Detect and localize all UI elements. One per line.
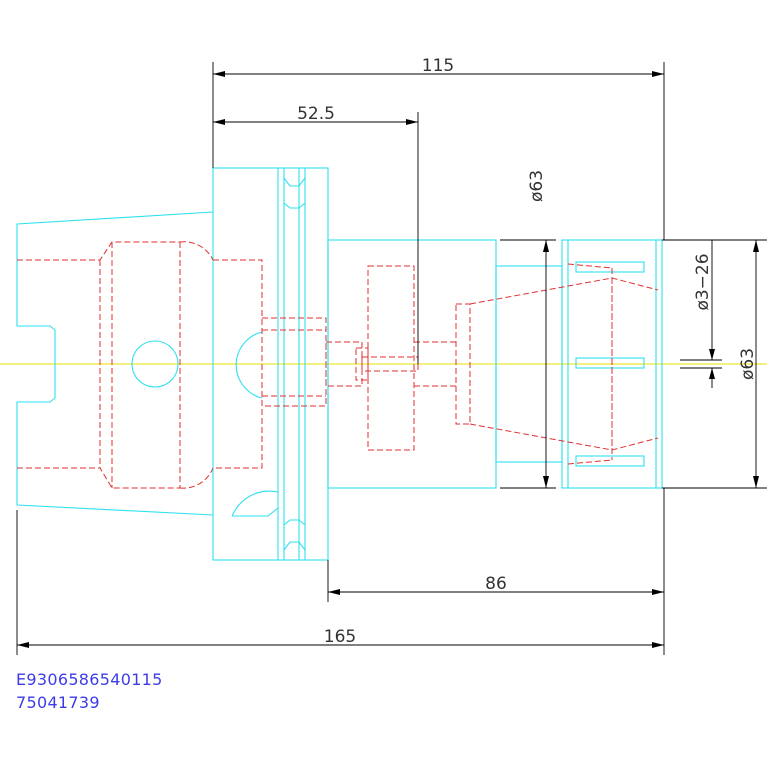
dim-115-label: 115 [422,56,454,76]
dimensions [16,62,767,655]
dim-dia63-right-label: ø63 [738,348,758,380]
tool-holder-outline [16,167,663,561]
dim-86-label: 86 [485,574,507,594]
dim-range-3-26-label: ø3−26 [693,253,713,310]
order-number: 75041739 [16,693,100,712]
dim-52-5-label: 52.5 [297,104,335,124]
dim-165-label: 165 [324,627,356,647]
hidden-lines [17,241,659,489]
dim-dia63-left-label: ø63 [527,170,547,202]
part-code: E9306586540115 [16,670,163,689]
